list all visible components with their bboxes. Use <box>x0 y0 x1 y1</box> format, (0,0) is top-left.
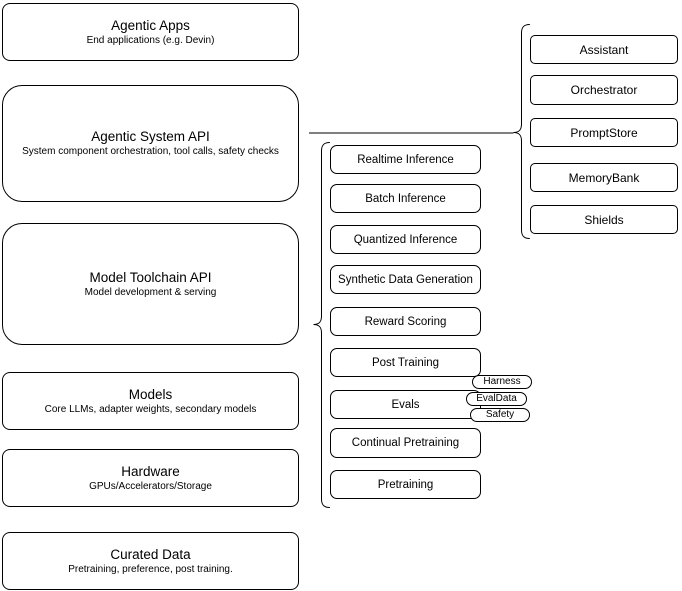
node-subtitle: Pretraining, preference, post training. <box>68 563 233 575</box>
system-components-brace <box>513 24 530 239</box>
node-title: Hardware <box>121 463 180 479</box>
node-subtitle: System component orchestration, tool cal… <box>22 146 279 157</box>
node-model-toolchain-api: Model Toolchain API Model development & … <box>2 223 299 345</box>
node-agentic-system-api: Agentic System API System component orch… <box>2 85 299 202</box>
node-orchestrator: Orchestrator <box>530 75 678 105</box>
node-subtitle: Core LLMs, adapter weights, secondary mo… <box>44 403 257 415</box>
node-batch-inference: Batch Inference <box>330 184 481 213</box>
node-promptstore: PromptStore <box>530 118 678 147</box>
node-subtitle: GPUs/Accelerators/Storage <box>89 480 212 492</box>
tag-safety: Safety <box>470 408 530 422</box>
node-memorybank: MemoryBank <box>530 163 678 192</box>
node-reward-scoring: Reward Scoring <box>330 307 481 336</box>
node-synthetic-data-generation: Synthetic Data Generation <box>330 265 481 294</box>
node-models: Models Core LLMs, adapter weights, secon… <box>2 372 299 430</box>
node-quantized-inference: Quantized Inference <box>330 225 481 254</box>
node-title: Model Toolchain API <box>89 269 212 285</box>
tag-evaldata: EvalData <box>466 392 527 406</box>
node-realtime-inference: Realtime Inference <box>330 145 481 174</box>
toolchain-services-brace <box>313 142 330 508</box>
node-shields: Shields <box>530 205 678 234</box>
node-title: Curated Data <box>110 546 191 562</box>
tag-harness: Harness <box>472 375 532 389</box>
node-pretraining: Pretraining <box>330 470 481 499</box>
node-continual-pretraining: Continual Pretraining <box>330 428 481 458</box>
node-subtitle: End applications (e.g. Devin) <box>86 34 215 46</box>
node-post-training: Post Training <box>330 348 481 377</box>
node-hardware: Hardware GPUs/Accelerators/Storage <box>2 449 299 507</box>
node-evals: Evals <box>330 390 481 419</box>
node-title: Agentic System API <box>91 129 210 144</box>
node-curated-data: Curated Data Pretraining, preference, po… <box>2 532 299 590</box>
node-assistant: Assistant <box>530 35 678 64</box>
node-agentic-apps: Agentic Apps End applications (e.g. Devi… <box>2 3 299 61</box>
node-title: Models <box>128 386 173 402</box>
node-title: Agentic Apps <box>111 17 190 33</box>
node-subtitle: Model development & serving <box>84 286 217 298</box>
